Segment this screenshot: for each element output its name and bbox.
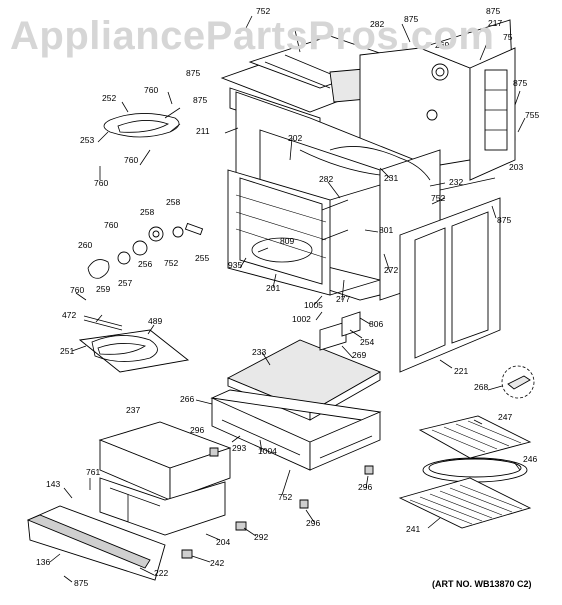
part-callout-254: 254 (360, 337, 374, 347)
part-callout-204: 204 (216, 537, 230, 547)
part-callout-203: 203 (509, 162, 523, 172)
part-callout-489: 489 (148, 316, 162, 326)
part-callout-232: 232 (449, 177, 463, 187)
part-callout-875: 875 (186, 68, 200, 78)
part-callout-247: 247 (498, 412, 512, 422)
part-callout-809: 809 (280, 236, 294, 246)
part-callout-277: 277 (336, 294, 350, 304)
part-callout-472: 472 (62, 310, 76, 320)
leader-lines (49, 15, 526, 583)
part-callout-875: 875 (497, 215, 511, 225)
part-callout-242: 242 (210, 558, 224, 568)
part-callout-252: 252 (102, 93, 116, 103)
detail-268 (501, 365, 535, 399)
base-frame-266 (210, 389, 382, 471)
part-callout-136: 136 (36, 557, 50, 567)
part-callout-253: 253 (80, 135, 94, 145)
part-callout-752: 752 (256, 6, 270, 16)
part-callout-801: 801 (379, 225, 393, 235)
oven-cavity-liner (227, 169, 381, 296)
part-callout-202: 202 (288, 133, 302, 143)
back-wall-assembly (359, 19, 516, 181)
part-callout-231: 231 (384, 173, 398, 183)
part-callout-222: 222 (154, 568, 168, 578)
part-callout-211: 211 (196, 126, 210, 136)
bake-element-489 (78, 315, 190, 373)
part-callout-296: 296 (306, 518, 320, 528)
part-callout-233: 233 (252, 347, 266, 357)
part-callout-269: 269 (435, 40, 449, 50)
part-callout-255: 255 (195, 253, 209, 263)
part-callout-217: 217 (488, 18, 502, 28)
part-callout-875: 875 (513, 78, 527, 88)
broiler-pan-247 (418, 415, 532, 483)
part-callout-258: 258 (140, 207, 154, 217)
part-callout-760: 760 (124, 155, 138, 165)
part-callout-296: 296 (190, 425, 204, 435)
part-callout-760: 760 (70, 285, 84, 295)
storage-drawer-237 (98, 421, 232, 536)
part-callout-1002: 1002 (292, 314, 311, 324)
part-callout-237: 237 (126, 405, 140, 415)
part-callout-755: 755 (525, 110, 539, 120)
leveling-legs (181, 447, 374, 559)
part-callout-256: 256 (138, 259, 152, 269)
part-callout-266: 266 (180, 394, 194, 404)
igniter-valve-group (87, 222, 204, 279)
part-callout-752: 752 (431, 193, 445, 203)
part-callout-875: 875 (404, 14, 418, 24)
part-callout-752: 752 (164, 258, 178, 268)
part-callout-875: 875 (486, 6, 500, 16)
part-callout-201: 201 (266, 283, 280, 293)
part-callout-257: 257 (118, 278, 132, 288)
part-callout-752: 752 (278, 492, 292, 502)
part-callout-272: 272 (384, 265, 398, 275)
part-callout-241: 241 (406, 524, 420, 534)
part-callout-760: 760 (104, 220, 118, 230)
part-callout-875: 875 (74, 578, 88, 588)
oven-rack-241 (398, 477, 532, 529)
part-callout-760: 760 (144, 85, 158, 95)
part-callout-143: 143 (46, 479, 60, 489)
part-callout-1005: 1005 (304, 300, 323, 310)
part-callout-282: 282 (319, 174, 333, 184)
part-callout-806: 806 (369, 319, 383, 329)
broil-element-252 (103, 107, 181, 138)
art-number: (ART NO. WB13870 C2) (432, 579, 532, 589)
part-callout-259: 259 (96, 284, 110, 294)
part-callout-246: 246 (523, 454, 537, 464)
part-callout-260: 260 (78, 240, 92, 250)
part-callout-268: 268 (474, 382, 488, 392)
part-callout-296: 296 (358, 482, 372, 492)
part-callout-251: 251 (60, 346, 74, 356)
part-callout-761: 761 (86, 467, 100, 477)
part-callout-282: 282 (370, 19, 384, 29)
part-callout-269: 269 (352, 350, 366, 360)
side-panel-221 (399, 197, 501, 373)
part-callout-258: 258 (166, 197, 180, 207)
part-callout-1004: 1004 (258, 446, 277, 456)
part-callout-293: 293 (232, 443, 246, 453)
part-callout-935: 935 (228, 260, 242, 270)
part-callout-760: 760 (94, 178, 108, 188)
drawer-front-136 (26, 505, 166, 581)
part-callout-221: 221 (454, 366, 468, 376)
part-callout-292: 292 (254, 532, 268, 542)
part-callout-75: 75 (503, 32, 513, 42)
part-callout-875: 875 (193, 95, 207, 105)
